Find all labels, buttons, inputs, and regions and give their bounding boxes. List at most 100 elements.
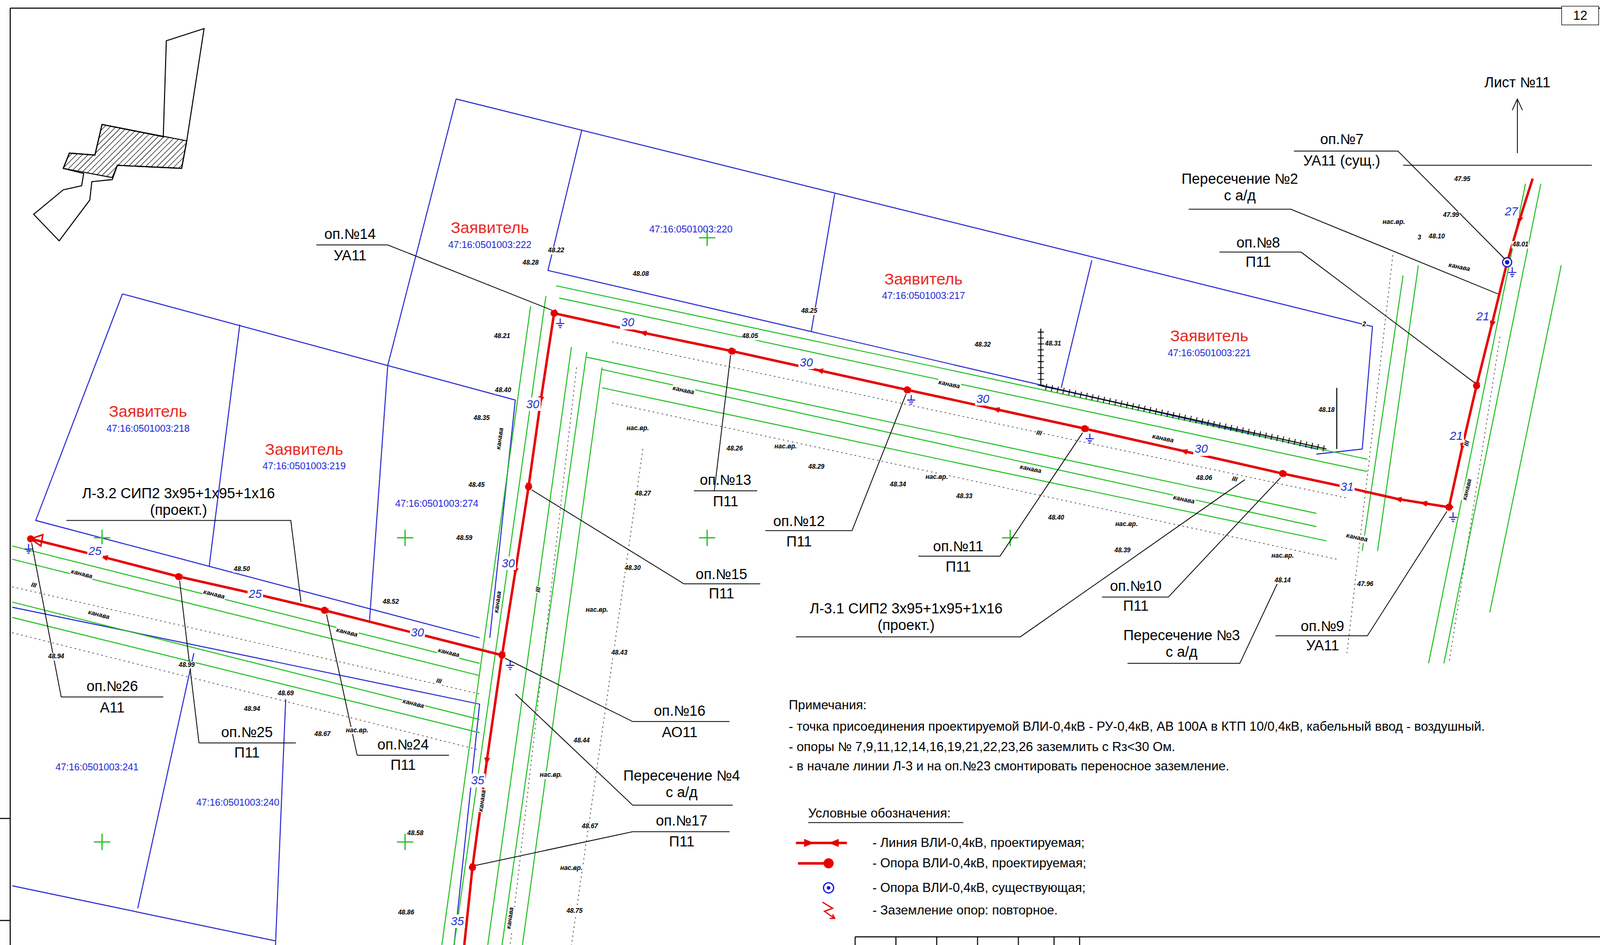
supports-part — [468, 864, 476, 872]
cadastral-number: 47:16:0501003:220 — [649, 223, 733, 236]
legend-samples-part — [797, 862, 827, 865]
survey-mark: канава — [671, 384, 696, 397]
survey-mark: канава — [436, 646, 461, 660]
supports-part — [1081, 424, 1089, 432]
survey-mark: 48.30 — [624, 564, 642, 573]
legend-samples-part — [804, 839, 840, 848]
legend-text: - Опора ВЛИ-0,4кВ, существующая; — [872, 880, 1086, 896]
survey-mark: канава — [504, 906, 516, 931]
supports-part — [525, 483, 533, 491]
cadastral-parcel: 47:16:0501003:241 — [55, 761, 139, 774]
sheet-number-box: 12 — [1561, 5, 1599, 26]
location-sketch — [33, 28, 205, 241]
callout-text: оп.№12 — [773, 513, 825, 530]
callout-text: П11 — [786, 533, 812, 551]
callout-text: УА11 — [1306, 637, 1340, 655]
power-line — [30, 178, 1533, 945]
span-length: 30 — [798, 355, 814, 370]
span-length: 35 — [469, 773, 485, 788]
survey-mark: III — [534, 586, 543, 594]
span-length: 21 — [1448, 429, 1464, 443]
supports-part — [728, 347, 736, 355]
cadastral-parcel: 47:16:0501003:274 — [395, 498, 479, 510]
survey-mark: 48.52 — [382, 598, 400, 607]
survey-mark: 48.69 — [277, 690, 295, 698]
callout-text: П11 — [712, 493, 738, 511]
road-edges — [12, 183, 1562, 945]
leader-lines — [31, 99, 1592, 866]
callout-text: П11 — [708, 585, 735, 603]
legend-samples — [795, 839, 847, 919]
note-text: Условные обозначения: — [808, 805, 951, 821]
note-text: - опоры № 7,9,11,12,14,16,19,21,22,23,26… — [788, 739, 1176, 755]
survey-mark: III — [1034, 429, 1043, 438]
existing-support-part — [1505, 260, 1509, 265]
survey-mark: канава — [477, 789, 489, 813]
leader-lines-part — [1102, 477, 1281, 598]
road-edges-part — [1428, 183, 1562, 664]
location-sketch-part — [63, 124, 187, 178]
span-length: 35 — [449, 914, 465, 929]
legend-samples-part — [795, 841, 847, 845]
survey-mark: 48.28 — [521, 259, 540, 267]
survey-mark: 48.67 — [581, 823, 599, 831]
callout-text: П11 — [234, 744, 260, 762]
survey-mark: канава — [1171, 494, 1196, 506]
applicant-label: Заявитель — [450, 218, 529, 238]
cadastral-parcel: Заявитель47:16:0501003:217 — [881, 270, 966, 302]
leader-lines-part — [693, 355, 758, 491]
cadastral-number: 47:16:0501003:219 — [262, 460, 346, 473]
callout-text: оп.№16 — [653, 703, 706, 720]
callout-text: оп.№7 — [1320, 131, 1364, 148]
leader-lines-part — [918, 432, 1083, 557]
supports-part — [320, 607, 328, 615]
callout-text: оп.№24 — [377, 736, 429, 754]
survey-mark: нас.вр. — [559, 864, 583, 873]
survey-mark: 48.21 — [493, 332, 511, 341]
supports-part — [550, 309, 558, 317]
survey-mark: 48.99 — [177, 661, 196, 670]
callout-text: УА11 — [333, 247, 367, 265]
cadastral-boundaries-part — [548, 130, 1317, 450]
span-length: 27 — [1503, 204, 1519, 219]
cadastral-boundaries-part — [455, 99, 1373, 455]
survey-mark: 48.29 — [807, 463, 825, 471]
span-length: 30 — [525, 397, 541, 411]
span-length: 25 — [247, 587, 263, 601]
leader-lines-part — [475, 832, 730, 866]
callout-text: Пересечение №4 с а/д — [619, 767, 744, 802]
survey-mark: 48.40 — [1047, 514, 1065, 522]
survey-mark: 48.35 — [473, 414, 491, 423]
supports-part — [175, 573, 183, 581]
span-length: 30 — [409, 625, 425, 640]
cadastral-number: 47:16:0501003:217 — [881, 290, 966, 302]
survey-mark: 48.67 — [313, 730, 332, 739]
survey-mark: канава — [1460, 477, 1474, 503]
span-length: 31 — [1339, 480, 1355, 494]
road-edges-part — [586, 357, 1327, 542]
legend-text: - Опора ВЛИ-0,4кВ, проектируемая; — [872, 855, 1087, 871]
leader-lines-part — [1275, 511, 1447, 636]
road-edges-part — [556, 285, 1368, 472]
survey-mark: 48.94 — [243, 705, 261, 714]
grounding-marks-part — [1508, 267, 1517, 277]
survey-mark: 48.22 — [547, 247, 565, 255]
survey-mark: 48.32 — [974, 341, 992, 349]
leader-lines-part — [1512, 99, 1523, 154]
span-length: 30 — [619, 315, 635, 330]
grounding-marks-part — [1448, 512, 1457, 522]
callout-text: П11 — [1245, 253, 1271, 271]
survey-mark: 48.18 — [1318, 406, 1336, 415]
callout-text: оп.№25 — [221, 724, 273, 742]
power-line-part — [464, 178, 1533, 945]
cadastral-boundaries-part — [122, 294, 516, 639]
legend-samples-part — [822, 902, 835, 919]
span-length: 30 — [500, 556, 516, 571]
callout-text: Пересечение №2 с а/д — [1178, 170, 1302, 205]
leader-lines-part — [1219, 252, 1475, 384]
note-text: Примечания: — [788, 697, 867, 713]
leader-lines-part — [66, 520, 302, 603]
legend-text: - Линия ВЛИ-0,4кВ, проектируемая; — [872, 835, 1085, 851]
road-edges-part — [12, 546, 480, 734]
sheet-number: 12 — [1573, 8, 1588, 24]
